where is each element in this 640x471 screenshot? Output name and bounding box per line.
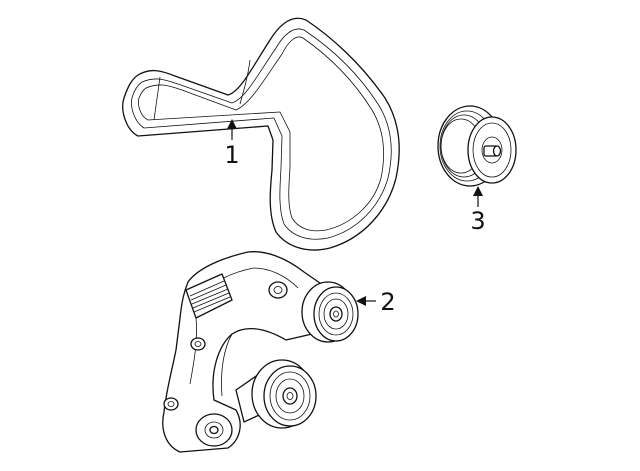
callout-3: 3 xyxy=(470,186,486,235)
drive-belt[interactable] xyxy=(122,17,400,251)
callout-2: 2 xyxy=(356,288,396,316)
idler-pulley[interactable] xyxy=(437,105,517,187)
callout-3-label: 3 xyxy=(470,207,485,235)
belt-tensioner[interactable] xyxy=(162,251,359,453)
callout-1-label: 1 xyxy=(224,141,239,169)
tensioner-pulley-lower xyxy=(235,359,317,429)
tensioner-spring xyxy=(185,273,233,319)
callout-2-label: 2 xyxy=(380,288,395,316)
callout-1: 1 xyxy=(224,119,240,169)
tensioner-pulley-upper xyxy=(301,281,359,343)
